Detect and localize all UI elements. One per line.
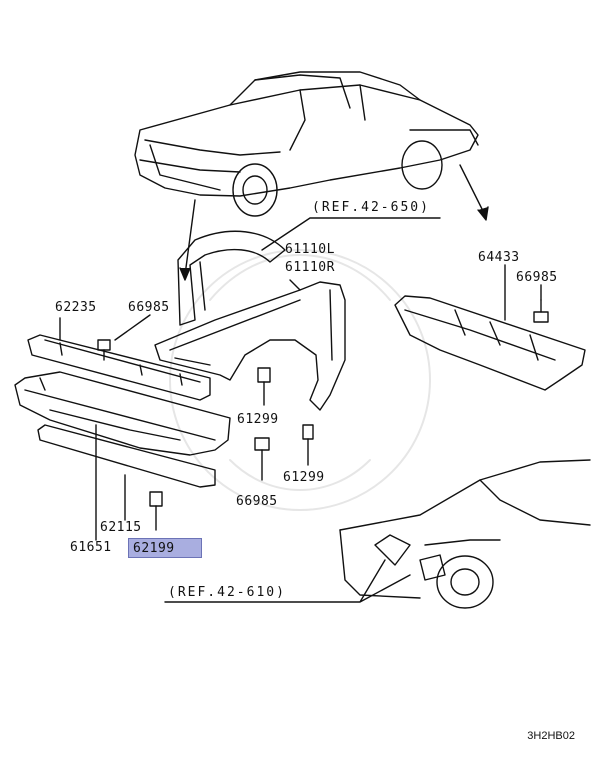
part-label-62199: 62199 xyxy=(133,541,175,556)
part-label-66985-center: 66985 xyxy=(236,494,278,509)
lower-spoiler xyxy=(37,424,216,488)
leader-lines xyxy=(59,264,542,541)
ref-top-leader xyxy=(261,217,441,251)
bumper-reinforcement xyxy=(27,334,211,401)
fastener-66985-left xyxy=(97,339,111,361)
fastener-66985-right xyxy=(533,299,549,323)
part-label-64433: 64433 xyxy=(478,250,520,265)
fastener-61299-a xyxy=(257,367,271,406)
front-fender xyxy=(154,281,346,411)
ref-bottom-leader xyxy=(164,559,411,603)
watermark xyxy=(169,249,431,511)
ref-label-top: (REF.42-650) xyxy=(312,200,430,215)
part-label-61110r: 61110R xyxy=(285,260,335,275)
part-label-62235: 62235 xyxy=(55,300,97,315)
part-label-61299-b: 61299 xyxy=(283,470,325,485)
fastener-66985-center xyxy=(254,437,270,481)
arrow-right xyxy=(459,164,486,216)
part-label-61110l: 61110L xyxy=(285,242,335,257)
car-bottom-illustration xyxy=(339,459,591,609)
part-label-66985-left: 66985 xyxy=(128,300,170,315)
fender-liner xyxy=(177,230,286,326)
rear-bumper xyxy=(394,295,586,391)
arrow-left xyxy=(184,199,196,276)
front-bumper xyxy=(14,371,231,456)
arrow-left-head xyxy=(179,267,191,281)
part-label-61651: 61651 xyxy=(70,540,112,555)
part-label-66985-right: 66985 xyxy=(516,270,558,285)
arrow-right-head xyxy=(477,206,489,221)
diagram-code: 3H2HB02 xyxy=(527,730,575,742)
ref-label-bottom: (REF.42-610) xyxy=(168,585,286,600)
part-label-62115: 62115 xyxy=(100,520,142,535)
part-label-61299-a: 61299 xyxy=(237,412,279,427)
fastener-62199 xyxy=(149,491,163,531)
car-top-illustration xyxy=(134,71,479,217)
fastener-61299-b xyxy=(302,424,314,466)
part-label-62199-highlight[interactable]: 62199 xyxy=(128,538,202,558)
